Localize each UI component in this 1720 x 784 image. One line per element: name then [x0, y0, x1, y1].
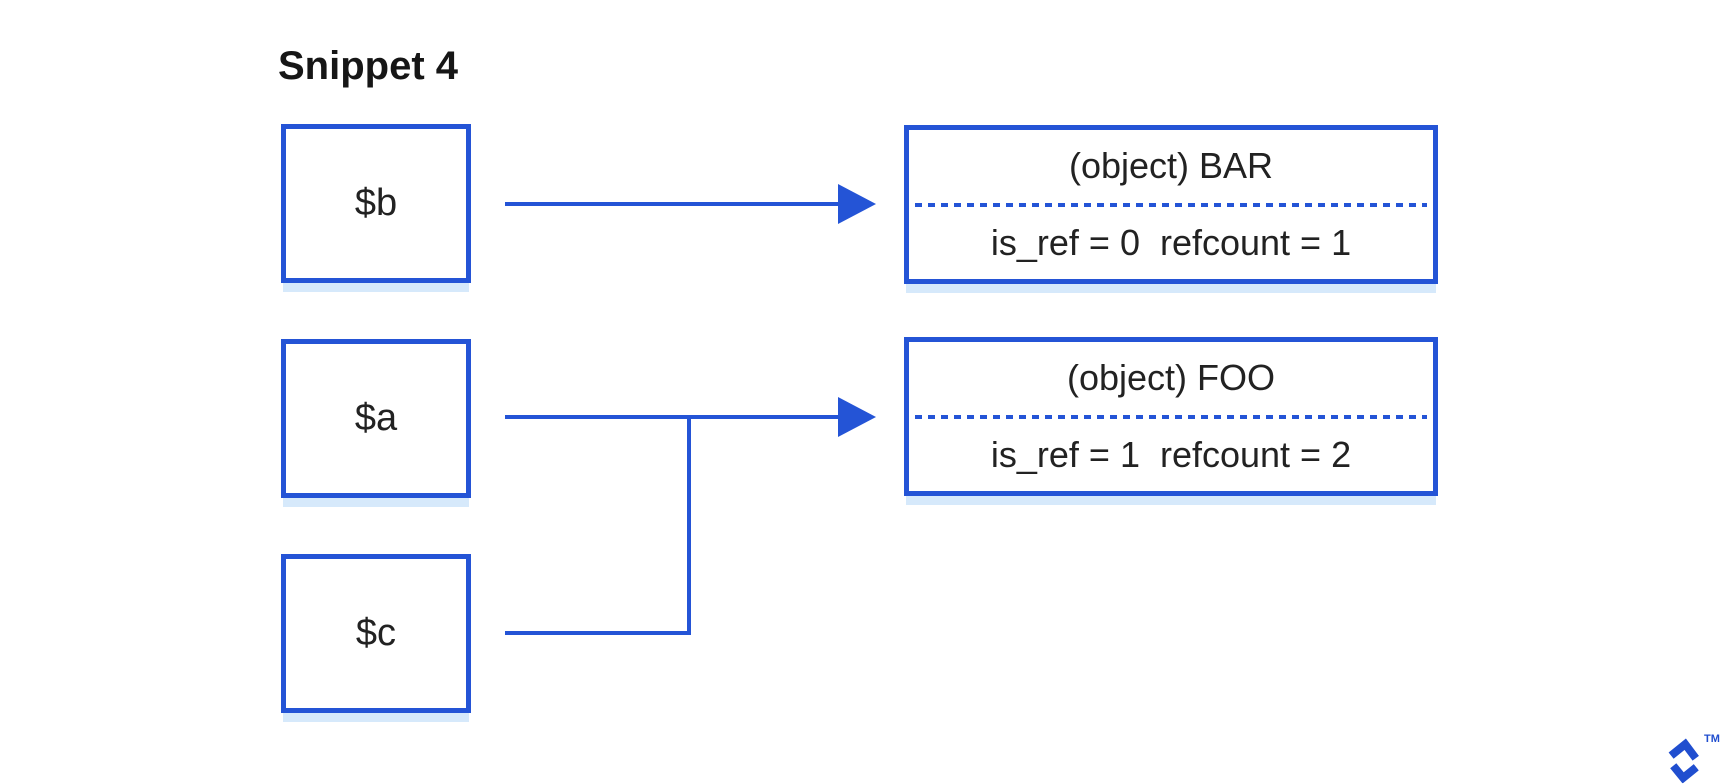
- variable-box-a: $a: [281, 339, 471, 498]
- connector-line-c-junction: [687, 415, 691, 635]
- dotted-divider-foo: [915, 414, 1427, 419]
- object-box-bar: (object) BAR is_ref = 0 refcount = 1: [904, 125, 1438, 284]
- arrowhead-to-bar-icon: [838, 184, 876, 224]
- object-foo-header: (object) FOO: [1066, 357, 1276, 399]
- variable-label-b: $b: [354, 182, 398, 224]
- arrow-line-a-to-foo: [505, 415, 838, 419]
- variable-label-c: $c: [355, 612, 397, 654]
- toptal-logo: TM: [1666, 732, 1720, 784]
- arrow-line-b-to-bar: [505, 202, 838, 206]
- connector-line-c-horizontal: [505, 631, 691, 635]
- object-bar-header: (object) BAR: [1068, 145, 1274, 187]
- diagram-title: Snippet 4: [278, 44, 459, 88]
- object-box-foo: (object) FOO is_ref = 1 refcount = 2: [904, 337, 1438, 496]
- toptal-logo-icon: [1668, 738, 1699, 784]
- arrowhead-to-foo-icon: [838, 397, 876, 437]
- trademark-symbol: TM: [1704, 733, 1720, 745]
- variable-box-c: $c: [281, 554, 471, 713]
- dotted-divider-bar: [915, 202, 1427, 207]
- object-bar-detail: is_ref = 0 refcount = 1: [990, 221, 1352, 263]
- object-foo-detail: is_ref = 1 refcount = 2: [990, 433, 1352, 475]
- variable-box-b: $b: [281, 124, 471, 283]
- variable-label-a: $a: [354, 397, 398, 439]
